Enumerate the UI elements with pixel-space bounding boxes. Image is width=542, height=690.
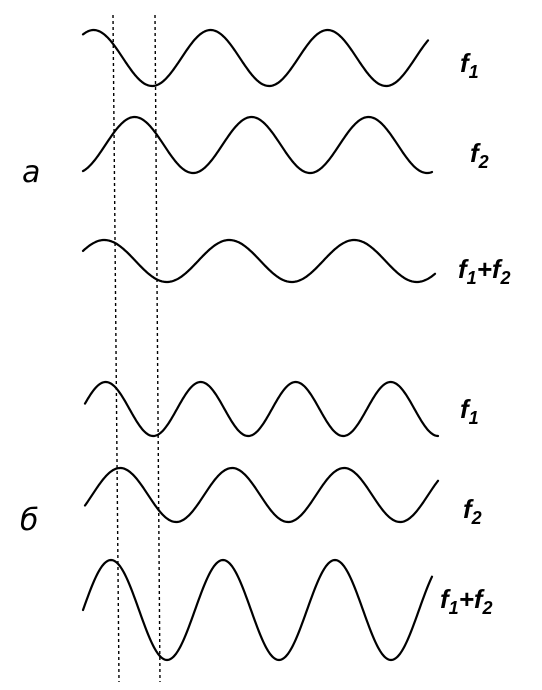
wave-a-sum: [81, 238, 437, 284]
wave-label-a-sum: f1+f2: [458, 254, 511, 288]
panel-label-a: а: [22, 155, 40, 190]
wave-label-a-f1: f1: [460, 48, 479, 82]
wave-label-a-f2: f2: [470, 138, 489, 172]
wave-b-sum: [81, 558, 434, 662]
panel-label-b: б: [20, 503, 39, 538]
wave-label-b-f1: f1: [460, 394, 479, 428]
wave-a-f1: [81, 28, 430, 88]
wave-label-b-sum: f1+f2: [440, 584, 493, 618]
wave-b-f1: [83, 380, 440, 438]
wave-b-f2: [83, 466, 440, 524]
guide-line-right: [154, 14, 161, 683]
wave-label-b-f2: f2: [463, 494, 482, 528]
wave-a-f2: [81, 115, 434, 175]
guide-line-left: [112, 14, 120, 683]
